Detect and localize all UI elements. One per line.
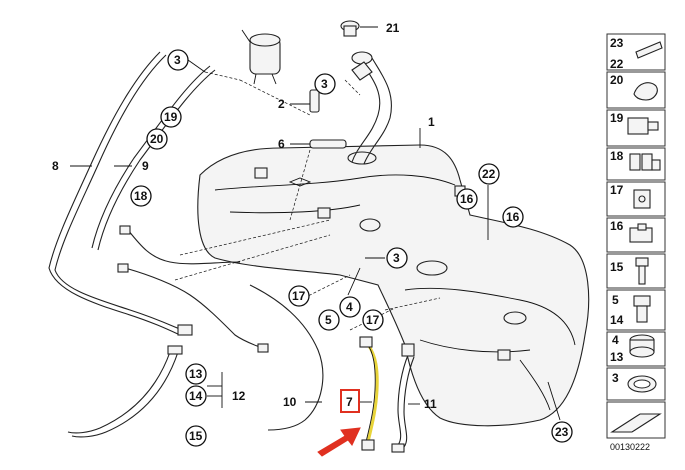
callout-14: 14 [189,389,203,403]
callout-17-a: 17 [292,289,306,303]
callout-23: 23 [555,425,569,439]
spring-nut-icon [629,223,653,243]
fuel-line-9 [91,65,216,251]
index-23: 23 [610,36,624,50]
tank-straps [67,345,183,438]
callout-3-canister: 3 [174,53,181,67]
index-22: 22 [610,57,624,71]
pipe-connector [309,89,320,113]
pointer-arrow-icon [317,427,361,457]
callout-16-a: 16 [460,192,474,206]
gasket-pad-icon [635,41,663,59]
callout-11: 11 [424,397,437,411]
callout-16-b: 16 [506,210,520,224]
gasket-strip [309,139,347,149]
callout-1: 1 [428,115,435,129]
filler-neck [351,51,392,165]
hose-clamp-icon [627,375,657,393]
side-index-panel: 23 22 20 19 18 17 16 15 5 14 4 13 3 0013… [606,33,666,452]
index-13: 13 [610,350,624,364]
bolt-icon [635,257,649,285]
charcoal-canister [241,29,281,85]
callout-22: 22 [482,167,496,181]
index-4: 4 [612,333,619,347]
drawing-number: 00130222 [610,442,650,452]
callout-5: 5 [325,313,332,327]
index-5: 5 [612,293,619,307]
highlight-box-7 [340,389,360,413]
fuel-tank [197,144,590,427]
callout-8: 8 [52,159,59,173]
index-20: 20 [610,73,624,87]
fuel-cap [340,20,360,37]
index-17: 17 [610,183,624,197]
callout-21: 21 [386,21,400,35]
fuel-line-11 [391,343,415,453]
callout-17-b: 17 [366,313,380,327]
callout-10: 10 [283,395,297,409]
index-16: 16 [610,219,624,233]
leader-lines [70,26,561,421]
nut-clip-icon [633,189,651,209]
connector-block-icon [627,117,659,135]
washer-arrow-icon [610,413,662,433]
callout-18: 18 [134,189,148,203]
callout-7: 7 [346,395,353,409]
index-18: 18 [610,149,624,163]
grommet-icon [629,334,655,358]
clip-icon [633,82,658,101]
bushing-icon [633,295,651,323]
fuel-line-10 [249,284,324,431]
highlighted-part-7 [359,336,379,451]
callout-15: 15 [189,429,203,443]
callout-3-tank: 3 [393,251,400,265]
callout-13: 13 [189,367,203,381]
wiring-harness [117,225,269,353]
callout-9: 9 [142,159,149,173]
fuel-line-8 [48,51,193,336]
index-14: 14 [610,313,624,327]
index-19: 19 [610,111,624,125]
callout-4: 4 [346,300,353,314]
callout-2: 2 [278,97,285,111]
index-3: 3 [612,371,619,385]
callout-3-filler: 3 [321,77,328,91]
index-15: 15 [610,260,624,274]
callout-6: 6 [278,137,285,151]
callout-19: 19 [164,110,178,124]
retainer-icon [629,153,661,171]
callout-20: 20 [150,132,164,146]
callouts: 21 3 2 3 1 6 19 20 8 9 18 22 16 16 3 17 … [52,21,573,447]
callout-12: 12 [232,389,246,403]
